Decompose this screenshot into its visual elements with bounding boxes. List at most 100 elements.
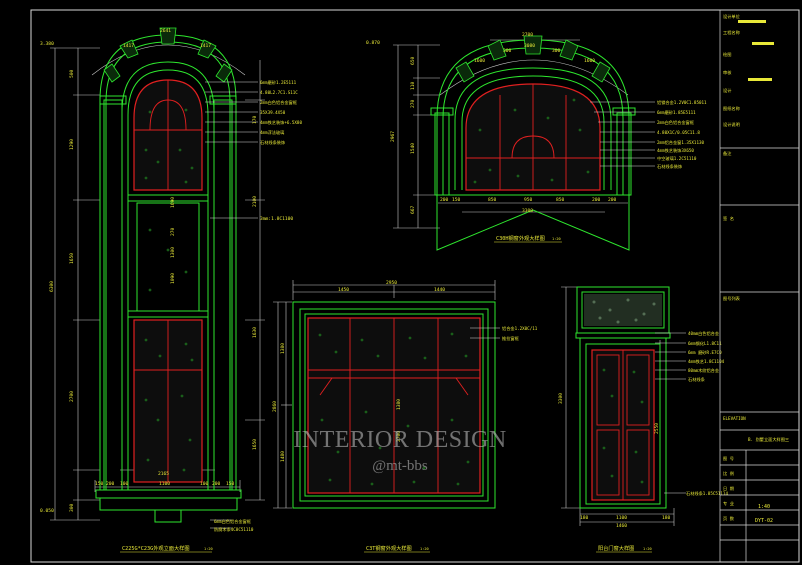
- d1-bottom-note-2: 防腐木条4C8C51110: [214, 526, 254, 533]
- d1-inner-dim-2: 270: [170, 227, 176, 236]
- d4-bottom-note: 石材线条1.85C51114: [686, 490, 728, 497]
- tb-row-1: 图 号: [723, 456, 734, 462]
- tb-row-2: 比 例: [723, 470, 734, 477]
- d3-top-split-1: 1450: [338, 287, 349, 293]
- d1-note-5: 4mm铁艺装饰+6.5X80: [260, 119, 302, 126]
- d2-level-top: 0.870: [366, 40, 380, 46]
- d2-top-dim: 2700: [522, 32, 533, 38]
- d3-note-2: 推拉窗框: [502, 335, 520, 342]
- d2-note-8: 石材线条装饰: [657, 163, 682, 170]
- d3-top-dim: 2950: [386, 280, 397, 286]
- drawing-4-balcony-door: 3300 2550 180 1100 180 1460 40mm白色铝合金 6m…: [558, 286, 728, 553]
- d2-bottom-dim-2: 150: [452, 197, 461, 203]
- d2-note-7: 中空玻璃1.2C51110: [657, 155, 697, 162]
- d4-bottom-dim-2: 1100: [616, 515, 627, 521]
- d3-top-split-2: 1440: [434, 287, 445, 293]
- tb-row-5: 页 数: [723, 515, 735, 522]
- d1-level-top: 3.380: [40, 41, 54, 47]
- d4-note-3: 6mm 磨砂R.E7C0: [688, 349, 722, 356]
- d1-left-dim-2: 1290: [69, 139, 75, 150]
- d4-note-5: 80mm木纹铝合金: [688, 367, 720, 374]
- d1-right-dim-4: 1650: [252, 439, 258, 450]
- d3-mid-dim-1: 1380: [396, 399, 402, 410]
- tb-misc-1: 设计说明: [723, 121, 740, 128]
- d1-inner-dim-3: 1300: [170, 247, 176, 258]
- d2-arch-dim-5: 1600: [584, 58, 595, 64]
- d2-bottom-dim-5: 850: [556, 197, 565, 203]
- d1-right-dim-1: 170: [252, 115, 258, 124]
- d1-bottom-note-1: 6mm白色铝合金窗框: [214, 518, 252, 525]
- d1-scale: 1:20: [204, 547, 213, 551]
- d1-note-6: 4mm浮法玻璃: [260, 129, 284, 136]
- d4-note-6: 石材线条: [688, 376, 706, 383]
- tb-sheet-number: DYT-02: [755, 518, 773, 524]
- tb-misc-3: ELEVATION: [723, 416, 746, 421]
- d2-arch-dim-4: 300: [552, 48, 561, 54]
- d2-bottom-dim-6: 200: [592, 197, 601, 203]
- d2-left-total: 2967: [390, 131, 396, 142]
- d1-note-2: 4.80L2.7C1.S11C: [260, 90, 298, 95]
- d3-left-dim-1: 2860: [272, 401, 278, 412]
- drawing-1-tall-arched-window: 3.380 0.050 1417 2641 1417 500 1290 1650…: [40, 27, 302, 553]
- d2-arch-dim-3: 3080: [524, 43, 535, 49]
- d2-caption: C30H钢窗外观大样图: [496, 234, 545, 242]
- d1-inner-dim-1: 1690: [170, 197, 176, 208]
- d1-arch-dim-3: 1417: [200, 43, 211, 49]
- tb-designer-label: 设计: [723, 87, 731, 94]
- tb-plan-label: 图纸名称: [723, 105, 740, 112]
- d1-note-3: 2mm白色铝合金窗框: [260, 99, 298, 106]
- d1-left-dim-3: 1650: [69, 253, 75, 264]
- d2-note-5: 2mm铝合金窗1.35X1130: [657, 139, 704, 146]
- tb-drawer-label: 绘图: [723, 51, 731, 58]
- tb-row-3: 日 期: [723, 486, 734, 492]
- d3-left-dim-3: 2700: [396, 431, 402, 442]
- d2-left-dim-5: 667: [410, 205, 416, 214]
- d1-note-1: 6mm磨砂1.2E5111: [260, 79, 297, 86]
- d2-arch-dim-2: 300: [503, 48, 512, 54]
- d4-note-2: 6mm钢化L1.8C11: [688, 340, 722, 347]
- d1-bottom-dim-6: 200: [212, 481, 221, 487]
- d1-bottom-dim-7: 150: [226, 481, 235, 487]
- d3-left-dim-2: 1380: [280, 343, 286, 354]
- d4-note-4: 4mm铁艺1.8C1104: [688, 358, 725, 365]
- d2-bottom-total: 3300: [522, 208, 533, 214]
- d1-left-dim-4: 2700: [69, 391, 75, 402]
- d3-mid-dim-2: 1480: [280, 451, 286, 462]
- d4-bottom-total: 1460: [616, 523, 627, 529]
- tb-check-label: 审核: [723, 69, 732, 76]
- watermark: INTERIOR DESIGN @mt-bbs: [293, 427, 506, 474]
- d2-bottom-dim-1: 200: [440, 197, 449, 203]
- d2-note-1: 铝镁合金1.2V0C1.85011: [657, 99, 707, 106]
- d4-left-dim: 3300: [558, 393, 564, 404]
- d1-note-7: 石材线条装饰: [260, 139, 285, 146]
- d1-level-bottom: 0.050: [40, 508, 54, 514]
- d1-left-total: 6300: [49, 281, 55, 292]
- d2-bottom-dim-3: 850: [488, 197, 497, 203]
- drawing-2-arched-window: 0.870 2700 1600 300 3080 300 1600 650 11…: [366, 32, 707, 251]
- d4-right-dim: 2550: [654, 423, 660, 434]
- d2-bottom-dim-7: 200: [608, 197, 617, 203]
- d1-inner-dim-4: 1090: [170, 273, 176, 284]
- tb-row-4: 专 业: [723, 500, 734, 507]
- watermark-line2: @mt-bbs: [372, 458, 428, 474]
- title-block: 设计单位 工程名称 绘图 审核 设计 图纸名称 设计说明 备注 签 名 图号列表…: [719, 10, 799, 562]
- d2-scale: 1:20: [552, 237, 561, 241]
- d2-note-4: 4.80X1C/0.05C11.8: [657, 130, 700, 135]
- d2-note-6: 4mm铁艺装饰3X650: [657, 147, 694, 154]
- d3-scale: 1:20: [420, 547, 429, 551]
- d1-bottom-dim-5: 100: [200, 481, 209, 487]
- d1-right-dim-3: 1630: [252, 327, 258, 338]
- d1-bottom-dim-3: 100: [120, 481, 129, 487]
- d1-left-dim-5: 300: [69, 503, 75, 512]
- d4-bottom-dim-1: 180: [580, 515, 589, 521]
- sheet-border: [30, 9, 800, 563]
- d1-note-4: 35X39.4X50: [260, 110, 286, 115]
- d2-left-dim-2: 110: [410, 81, 416, 90]
- d1-arch-dim-2: 2641: [160, 28, 171, 34]
- tb-project-label: 工程名称: [723, 29, 740, 36]
- d4-note-1: 40mm白色铝合金: [688, 330, 720, 337]
- d3-note-1: 铝合金1.2X0C/11: [502, 325, 538, 332]
- tb-notes-label: 备注: [723, 150, 732, 157]
- d1-left-dim-1: 500: [69, 69, 75, 78]
